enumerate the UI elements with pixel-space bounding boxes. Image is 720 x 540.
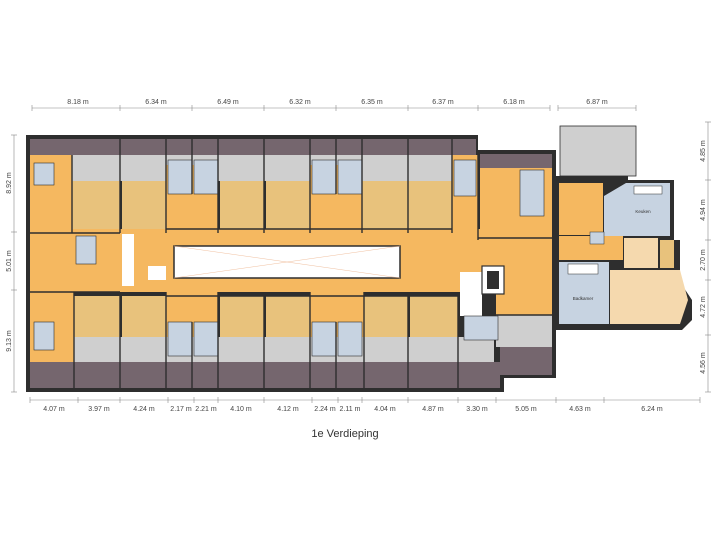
keuken-label: Keuken bbox=[635, 209, 651, 214]
bath-bottom-2 bbox=[167, 321, 193, 357]
annex-room-beige-1 bbox=[624, 238, 658, 268]
bath-bottom-6 bbox=[463, 315, 499, 341]
dim-right-2: 4.94 m bbox=[700, 199, 707, 221]
dim-bottom-4: 2.17 m bbox=[170, 406, 192, 413]
dim-bottom-11: 4.87 m bbox=[422, 406, 444, 413]
dim-bottom-10: 4.04 m bbox=[374, 406, 396, 413]
bath-top-7 bbox=[519, 169, 545, 217]
bath-mid-1 bbox=[75, 235, 97, 265]
annex-small-bath bbox=[589, 231, 605, 245]
stairwell-left bbox=[122, 234, 134, 286]
roof-bottom-right bbox=[500, 345, 552, 375]
dim-top-1: 8.18 m bbox=[67, 99, 89, 106]
room-bottom-8 bbox=[364, 296, 408, 337]
bath-top-4 bbox=[311, 159, 337, 195]
top-dimension-line bbox=[31, 105, 637, 111]
dim-bottom-7: 4.12 m bbox=[277, 406, 299, 413]
dim-bottom-13: 5.05 m bbox=[515, 406, 537, 413]
balcony bbox=[559, 125, 637, 177]
dim-bottom-14: 4.63 m bbox=[569, 406, 591, 413]
room-bottom-3 bbox=[122, 296, 166, 337]
bath-top-6 bbox=[453, 159, 477, 197]
stairwell-right bbox=[460, 272, 482, 316]
keuken-room bbox=[604, 183, 670, 236]
annex-room-beige-2 bbox=[610, 270, 688, 324]
badkamer-label: Badkamer bbox=[573, 296, 594, 301]
room-top-8 bbox=[362, 181, 408, 229]
dim-bottom-6: 4.10 m bbox=[230, 406, 252, 413]
dim-right-5: 4.56 m bbox=[700, 352, 707, 374]
dim-bottom-5: 2.21 m bbox=[195, 406, 217, 413]
stairwell-left-2 bbox=[148, 266, 166, 280]
bath-bottom-1 bbox=[33, 321, 55, 351]
room-top-9 bbox=[408, 181, 452, 229]
dim-top-8: 6.87 m bbox=[586, 99, 608, 106]
dim-top-7: 6.18 m bbox=[503, 99, 525, 106]
bath-bottom-5 bbox=[337, 321, 363, 357]
room-bottom-2 bbox=[74, 296, 120, 337]
room-bottom-9 bbox=[410, 296, 458, 337]
dim-left-2: 5.01 m bbox=[6, 250, 13, 272]
annex-room-2 bbox=[660, 240, 674, 268]
bath-top-1 bbox=[33, 162, 55, 186]
dim-left-3: 9.13 m bbox=[6, 330, 13, 352]
room-top-6 bbox=[266, 181, 310, 229]
room-top-3 bbox=[122, 181, 166, 229]
dim-right-3: 2.70 m bbox=[700, 249, 707, 271]
bath-top-5 bbox=[337, 159, 363, 195]
bath-top-3 bbox=[193, 159, 219, 195]
annex-room-1 bbox=[559, 183, 603, 235]
dim-bottom-12: 3.30 m bbox=[466, 406, 488, 413]
dim-right-1: 4.85 m bbox=[700, 140, 707, 162]
dim-bottom-3: 4.24 m bbox=[133, 406, 155, 413]
bath-bottom-3 bbox=[193, 321, 219, 357]
roof-bottom bbox=[30, 362, 500, 388]
kitchen-counter bbox=[633, 185, 663, 195]
interior-walls bbox=[30, 139, 552, 388]
dim-bottom-9: 2.11 m bbox=[340, 406, 361, 413]
room-top-5 bbox=[220, 181, 264, 229]
floor-title: 1e Verdieping bbox=[311, 428, 378, 440]
dim-bottom-2: 3.97 m bbox=[88, 406, 110, 413]
corridor-right bbox=[496, 238, 552, 315]
dim-bottom-8: 2.24 m bbox=[314, 406, 336, 413]
left-dimension-line bbox=[11, 134, 17, 393]
dim-top-6: 6.37 m bbox=[432, 99, 454, 106]
dim-top-5: 6.35 m bbox=[361, 99, 383, 106]
annex-strip bbox=[567, 263, 599, 275]
bottom-dimension-labels: 4.07 m 3.97 m 4.24 m 2.17 m 2.21 m 4.10 … bbox=[43, 406, 663, 413]
left-dimension-labels: 8.92 m 5.01 m 9.13 m bbox=[6, 172, 13, 352]
room-top-2 bbox=[72, 181, 120, 233]
bath-bottom-4 bbox=[311, 321, 337, 357]
right-dimension-line bbox=[705, 121, 711, 393]
tile-strip-bottom bbox=[74, 337, 494, 362]
elevator-inner bbox=[487, 271, 499, 289]
right-annex: Keuken Badkamer bbox=[556, 125, 692, 330]
room-bottom-6 bbox=[266, 296, 310, 337]
void-cross-2 bbox=[173, 245, 401, 279]
room-bottom-5 bbox=[220, 296, 264, 337]
dim-top-2: 6.34 m bbox=[145, 99, 167, 106]
roof-top-right bbox=[480, 154, 552, 168]
top-dimension-labels: 8.18 m 6.34 m 6.49 m 6.32 m 6.35 m 6.37 … bbox=[67, 99, 608, 106]
main-building bbox=[26, 135, 556, 392]
bottom-dimension-line bbox=[29, 397, 701, 403]
dim-bottom-15: 6.24 m bbox=[641, 406, 663, 413]
dim-right-4: 4.72 m bbox=[700, 296, 707, 318]
right-dimension-labels: 4.85 m 4.94 m 2.70 m 4.72 m 4.56 m bbox=[700, 140, 707, 374]
dim-bottom-1: 4.07 m bbox=[43, 406, 65, 413]
bath-top-2 bbox=[167, 159, 193, 195]
tile-strip-right bbox=[496, 315, 552, 347]
roof-top bbox=[30, 139, 476, 155]
tile-strip-top bbox=[72, 155, 476, 181]
dim-left-1: 8.92 m bbox=[6, 172, 13, 194]
dim-top-3: 6.49 m bbox=[217, 99, 239, 106]
dim-top-4: 6.32 m bbox=[289, 99, 311, 106]
